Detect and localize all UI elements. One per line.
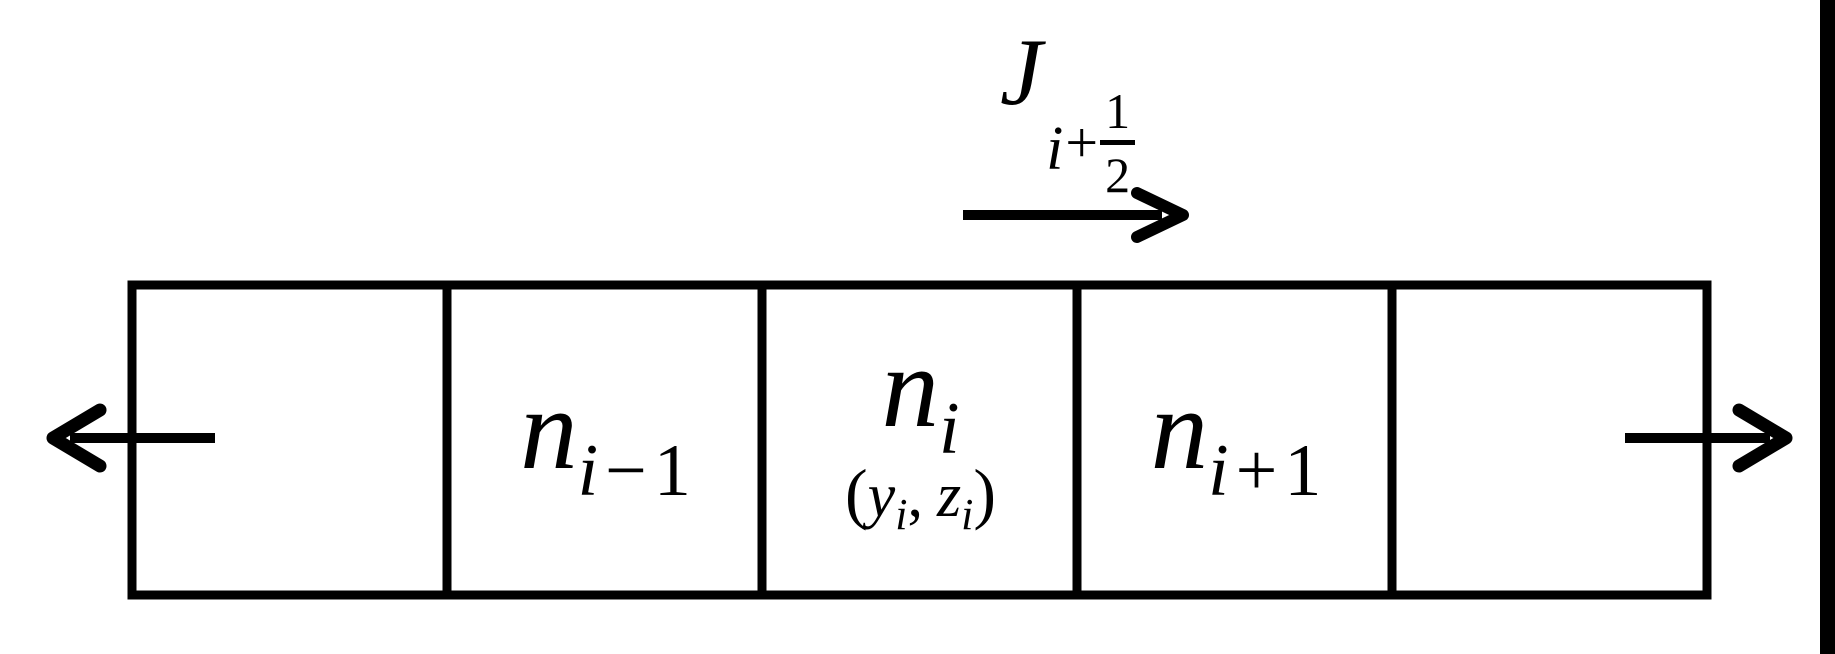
flux-subscript-operator: + bbox=[1065, 110, 1099, 175]
flux-subscript: i + 1 2 bbox=[1046, 83, 1136, 200]
close-paren: ) bbox=[973, 455, 996, 531]
fraction-denominator: 2 bbox=[1100, 140, 1136, 200]
flux-symbol: J bbox=[1000, 19, 1043, 125]
outflow-right-arrowhead-icon bbox=[1732, 403, 1793, 473]
open-paren: ( bbox=[845, 455, 868, 531]
flux-arrowhead-icon bbox=[1131, 187, 1189, 243]
flux-subscript-fraction: 1 2 bbox=[1100, 83, 1136, 200]
coord-separator: , bbox=[907, 462, 923, 530]
coord-z-subscript: i bbox=[961, 490, 974, 539]
screen-edge-bar bbox=[1820, 0, 1835, 654]
cell-label-n-prev: ni−1 bbox=[449, 372, 762, 508]
n-prev-symbol: n bbox=[520, 366, 578, 493]
fraction-numerator: 1 bbox=[1105, 83, 1131, 139]
n-prev-subscript: i−1 bbox=[577, 430, 691, 512]
flux-arrow bbox=[963, 187, 1189, 243]
cell-center-coordinates: (yi,zi) bbox=[764, 459, 1077, 537]
outflow-left-arrowhead-icon bbox=[46, 403, 107, 473]
n-center-symbol: n bbox=[881, 324, 939, 451]
n-next-subscript: i+1 bbox=[1208, 430, 1322, 512]
coord-z-symbol: z bbox=[936, 462, 962, 530]
n-center-subscript: i bbox=[938, 388, 960, 470]
n-next-symbol: n bbox=[1150, 366, 1209, 493]
coord-y-symbol: y bbox=[867, 462, 896, 530]
outflow-left-arrow bbox=[46, 403, 215, 473]
cell-label-n-center: ni bbox=[764, 330, 1077, 466]
outflow-right-arrow bbox=[1625, 403, 1793, 473]
flux-label: J i + 1 2 bbox=[1000, 19, 1136, 200]
cell-label-n-next: ni+1 bbox=[1079, 372, 1393, 508]
flux-subscript-index: i bbox=[1046, 115, 1064, 183]
coord-y-subscript: i bbox=[895, 490, 908, 539]
